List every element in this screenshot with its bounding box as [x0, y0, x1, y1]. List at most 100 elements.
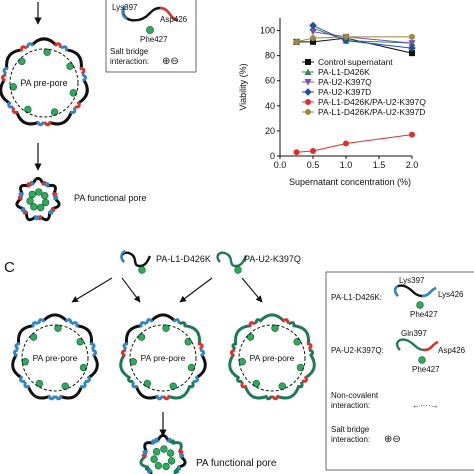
y-tick-label: 40	[265, 101, 275, 111]
functional-pore-label: PA functional pore	[74, 193, 146, 203]
mutant-1-glyph	[120, 249, 152, 274]
monomer-blue-segment	[121, 5, 128, 21]
funcpore-c-monomer-6	[139, 453, 158, 471]
dashed-circle-c-1	[21, 324, 89, 392]
phe-ball-icon	[41, 191, 49, 200]
data-point	[409, 33, 415, 40]
legend-label: PA-L1-D426K/PA-U2-K397Q	[318, 97, 426, 107]
legend-c-salt-symbol: ⊕⊖	[384, 434, 401, 445]
chart-xlabel: Supernatant concentration (%)	[289, 177, 411, 187]
phe-ball-icon	[66, 62, 74, 70]
phe-ball-icon	[187, 363, 196, 372]
viability-chart: Viability (%) Supernatant concentration …	[238, 18, 426, 187]
ring-c2-monomer-6	[119, 348, 137, 383]
legend-c-l1-lys: Lys397	[399, 276, 425, 285]
legend-c-noncov-2: interaction:	[331, 401, 370, 410]
ring-c3-monomer-1	[254, 313, 290, 332]
mutant-1-label: PA-L1-D426K	[156, 254, 211, 264]
legend-label: PA-U2-K397D	[318, 87, 371, 97]
legend-label: PA-L1-D426K	[318, 67, 370, 77]
data-point	[343, 140, 349, 147]
funcpore-top-monomer-4	[36, 203, 54, 222]
legend-marker	[305, 109, 311, 115]
legend-frame	[105, 0, 197, 73]
legend-c-l1-ball	[416, 301, 424, 309]
legend-label: Control supernatant	[318, 57, 393, 67]
arrow-c-3	[179, 277, 213, 303]
ring-c1-monomer-6	[11, 348, 29, 383]
prepore-ring-c-3	[228, 313, 316, 401]
phe-ball-icon	[169, 382, 177, 390]
arrow-c-2	[121, 277, 141, 303]
arrow-c-4	[241, 277, 263, 303]
legend-c-l1-blue-2	[421, 286, 437, 298]
phe-ball-icon	[293, 338, 301, 346]
legend-c-l1-glyph	[393, 284, 437, 298]
legend-c-frame	[325, 271, 474, 471]
prepore-top-monomer-7	[2, 45, 28, 75]
phe-ball-icon	[184, 338, 192, 346]
phe-ball-icon	[29, 333, 38, 341]
phe-ball-icon	[146, 26, 154, 34]
phe-ball-icon	[35, 188, 43, 196]
legend-c-salt-1: Salt bridge	[331, 425, 370, 434]
phe-ball-icon	[150, 455, 158, 463]
x-tick-label: 0.5	[307, 160, 320, 170]
legend-marker	[305, 59, 311, 65]
phe-ball-icon	[271, 324, 279, 332]
monomer-red-segment	[159, 6, 179, 22]
series-5	[293, 131, 415, 156]
salt-bridge-label-1: Salt bridge	[110, 47, 149, 56]
legend-label: PA-U2-K397Q	[318, 77, 372, 87]
legend-marker	[304, 79, 312, 86]
top-pore-schematic: PA pre-pore PA functional pore	[0, 2, 146, 222]
panel-c-letter: C	[4, 259, 15, 276]
x-tick-label: 1.0	[340, 160, 353, 170]
salt-bridge-label-2: interaction:	[110, 57, 149, 66]
data-point	[342, 36, 350, 45]
ring-c1-monomer-1	[37, 313, 73, 332]
prepore-top-monomer-6	[0, 73, 17, 109]
legend-c-noncov-symbol: ←····→	[412, 401, 439, 410]
legend-c-u2-glyph	[395, 338, 439, 352]
x-tick-label: 2.0	[406, 160, 419, 170]
data-point	[310, 35, 316, 42]
phe-ball-icon	[154, 461, 163, 470]
prepore-top-monomer-4	[43, 107, 77, 127]
legend-entry: PA-L1-D426K/PA-U2-K397Q	[302, 97, 426, 107]
functional-pore-top	[15, 176, 61, 222]
ring-c1-monomer-3	[79, 348, 99, 383]
legend-c-l1-label: PA-L1-D426K:	[331, 293, 382, 302]
x-tick-label: 0.0	[274, 160, 287, 170]
ring-c3-monomer-4	[271, 381, 304, 401]
phe-ball-icon	[137, 333, 146, 341]
ring-c2-monomer-3	[187, 348, 207, 383]
legend-c-u2-red	[423, 340, 439, 352]
data-point	[343, 33, 349, 40]
ring-c1-monomer-2	[71, 321, 96, 350]
y-tick-label: 60	[265, 76, 275, 86]
funcpore-c-monomer-4	[162, 462, 180, 474]
y-tick-label: 100	[260, 26, 275, 36]
legend-c-u2-phe: Phe427	[412, 365, 440, 374]
phe-ball-icon	[129, 358, 137, 366]
phe-ball-icon	[238, 358, 246, 366]
phe-label: Phe427	[140, 35, 168, 44]
mutant-2-glyph	[216, 251, 248, 274]
y-tick-label: 20	[265, 126, 275, 136]
series-line	[312, 27, 413, 44]
prepore-ring-c-2	[119, 313, 207, 401]
arrow-c-1	[71, 277, 113, 303]
ring-c2-monomer-1	[145, 313, 181, 332]
data-point	[409, 50, 415, 57]
data-point	[310, 38, 316, 45]
phe-ball-icon	[160, 445, 168, 453]
phe-ball-icon	[61, 382, 69, 390]
legend-marker	[304, 88, 312, 96]
lys-label: Lys397	[112, 3, 138, 12]
phe-ball-icon	[76, 338, 84, 346]
legend-c-u2-gln: Gln397	[401, 329, 427, 338]
ring-c3-monomer-6	[228, 348, 246, 383]
phe-ball-icon	[246, 333, 255, 341]
